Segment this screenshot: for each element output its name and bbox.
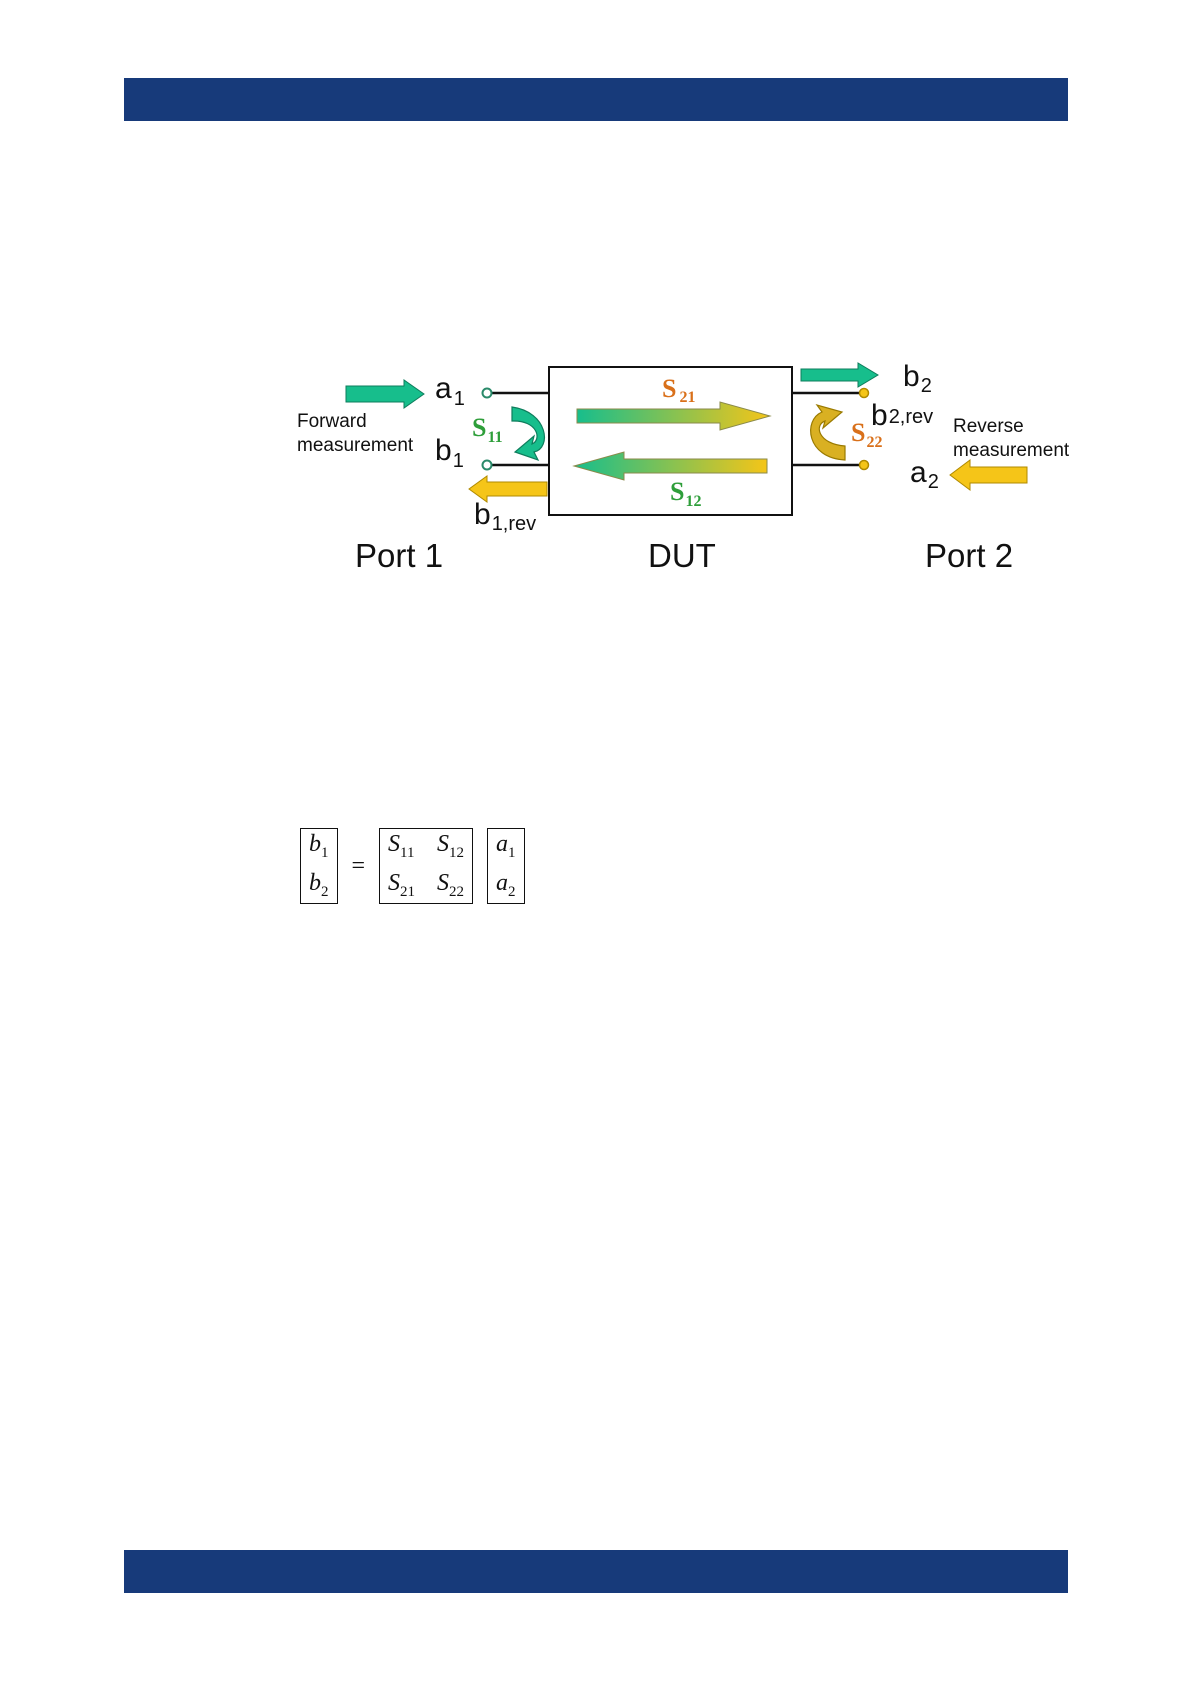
a2-entry: a2 — [496, 870, 516, 901]
reverse-label-line2: measurement — [953, 440, 1070, 461]
a-vector: a1 a2 — [487, 828, 525, 904]
b2-entry: b2 — [309, 870, 329, 901]
s22-entry: S22 — [437, 870, 464, 901]
s-parameter-equation: b1 b2 = S11 S12 S21 S22 a1 a2 — [300, 830, 525, 902]
b2rev-label: b2,rev — [871, 399, 933, 432]
forward-label-line1: Forward — [297, 411, 367, 432]
s21-entry: S21 — [388, 870, 415, 901]
equals-sign: = — [352, 853, 366, 880]
b2-label: b2 — [903, 360, 932, 397]
b2-arrow — [801, 363, 878, 387]
port1-terminal-bottom — [483, 461, 492, 470]
s11-curve-arrow — [512, 407, 544, 460]
port2-terminal-top — [860, 389, 869, 398]
s-matrix: S11 S12 S21 S22 — [379, 828, 473, 904]
port1-label: Port 1 — [355, 537, 443, 574]
reverse-label-line1: Reverse — [953, 416, 1024, 437]
a1-arrow — [346, 380, 424, 408]
footer-band — [124, 1550, 1068, 1593]
forward-label-line2: measurement — [297, 435, 414, 456]
b1-label: b1 — [435, 434, 464, 472]
dut-label: DUT — [648, 537, 716, 574]
b1rev-label: b1,rev — [474, 498, 536, 535]
s11-entry: S11 — [388, 831, 415, 862]
a2-label: a2 — [910, 456, 939, 493]
port2-terminal-bottom — [860, 461, 869, 470]
port1-terminal-top — [483, 389, 492, 398]
s11-label: S11 — [472, 413, 503, 446]
a1-entry: a1 — [496, 831, 516, 862]
b1-entry: b1 — [309, 831, 329, 862]
s-parameter-diagram: Forward measurement Reverse measurement … — [0, 0, 1191, 620]
port2-label: Port 2 — [925, 537, 1013, 574]
s12-entry: S12 — [437, 831, 464, 862]
a2-arrow — [950, 460, 1027, 490]
b-vector: b1 b2 — [300, 828, 338, 904]
s22-curve-arrow — [811, 405, 845, 460]
